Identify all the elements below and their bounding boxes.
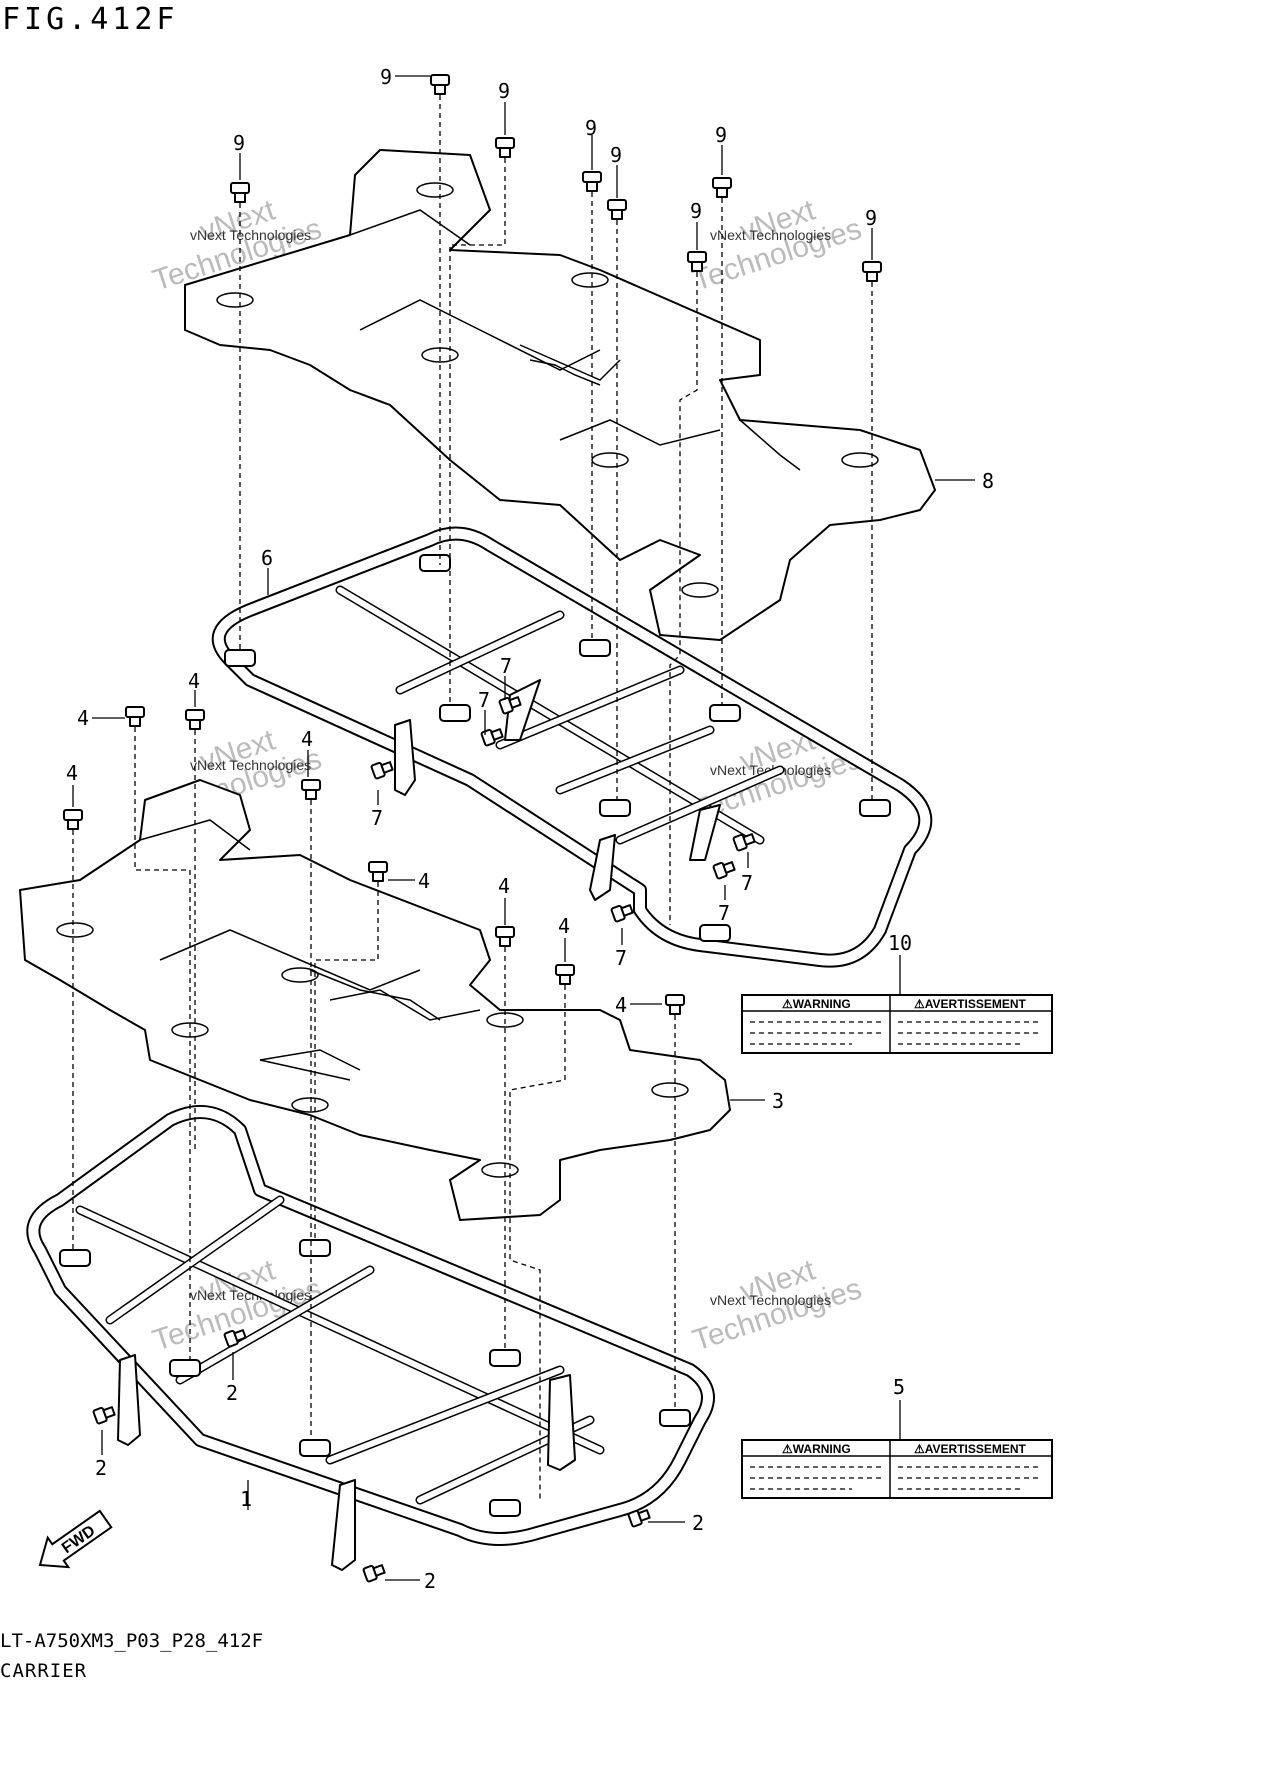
callout-4: 4	[66, 761, 78, 785]
callout-9: 9	[715, 123, 727, 147]
bolt-9-icon	[862, 261, 882, 282]
callout-8: 8	[982, 469, 994, 493]
callouts: 9 9 9 9 9 9 9 9 8 6 7 7 7 7 7 7 4 4 4 4 …	[66, 65, 994, 1593]
callout-6: 6	[261, 546, 273, 570]
callout-5: 5	[893, 1375, 905, 1399]
bolt-4-icon	[368, 861, 388, 882]
callout-7: 7	[500, 654, 512, 678]
figure-code: LT-A750XM3_P03_P28_412F	[0, 1630, 264, 1652]
bolt-7-icon	[480, 728, 504, 747]
callout-2: 2	[95, 1456, 107, 1480]
callout-2: 2	[226, 1381, 238, 1405]
bolts	[63, 74, 882, 1583]
bolt-9-icon	[495, 137, 515, 158]
avertissement-text: ⚠AVERTISSEMENT	[914, 1442, 1027, 1456]
bolt-2-icon	[362, 1564, 386, 1583]
watermark-text: vNext Technologies	[190, 757, 311, 773]
leader-lines	[72, 75, 975, 1581]
bolt-4-icon	[63, 809, 83, 830]
bolt-2-icon	[223, 1329, 247, 1348]
callout-9: 9	[233, 131, 245, 155]
bolt-9-icon	[687, 251, 707, 272]
callout-7: 7	[478, 688, 490, 712]
callout-7: 7	[741, 871, 753, 895]
callout-1: 1	[240, 1487, 252, 1511]
callout-3: 3	[772, 1089, 784, 1113]
bolt-4-icon	[301, 779, 321, 800]
bolt-9-icon	[230, 182, 250, 203]
callout-9: 9	[690, 199, 702, 223]
watermark-text: vNext Technologies	[710, 1292, 831, 1308]
callout-2: 2	[692, 1511, 704, 1535]
front-carrier-frame[interactable]	[26, 1105, 715, 1571]
callout-9: 9	[380, 65, 392, 89]
bolt-4-icon	[495, 926, 515, 947]
callout-2: 2	[424, 1569, 436, 1593]
avertissement-text: ⚠AVERTISSEMENT	[914, 997, 1027, 1011]
callout-4: 4	[558, 914, 570, 938]
callout-9: 9	[498, 79, 510, 103]
bolt-9-icon	[607, 199, 627, 220]
warning-text: ⚠WARNING	[782, 997, 851, 1011]
bolt-4-icon	[125, 706, 145, 727]
bolt-4-icon	[555, 964, 575, 985]
callout-7: 7	[718, 901, 730, 925]
callout-4: 4	[188, 669, 200, 693]
bolt-7-icon	[498, 696, 522, 715]
bolt-2-icon	[627, 1509, 651, 1528]
bolt-9-icon	[582, 171, 602, 192]
callout-4: 4	[498, 874, 510, 898]
callout-9: 9	[585, 116, 597, 140]
watermark-text: vNext Technologies	[710, 227, 831, 243]
callout-4: 4	[301, 727, 313, 751]
figure-title: FIG.412F	[2, 2, 179, 37]
bolt-2-icon	[92, 1406, 116, 1425]
fastener-lines	[72, 95, 873, 1500]
callout-9: 9	[610, 143, 622, 167]
bolt-7-icon	[712, 861, 736, 880]
callout-4: 4	[615, 993, 627, 1017]
bolt-4-icon	[185, 709, 205, 730]
fwd-arrow-icon: FWD	[38, 1509, 113, 1569]
bolt-4-icon	[665, 994, 685, 1015]
bolt-9-icon	[712, 177, 732, 198]
figure-caption: CARRIER	[0, 1660, 88, 1682]
warning-label-10: ⚠WARNING ⚠AVERTISSEMENT	[741, 994, 1053, 1054]
bolt-7-icon	[732, 833, 756, 852]
callout-9: 9	[865, 206, 877, 230]
callout-4: 4	[418, 869, 430, 893]
bolt-7-icon	[610, 904, 634, 923]
rear-carrier-frame[interactable]	[211, 526, 933, 968]
callout-7: 7	[371, 806, 383, 830]
warning-label-5: ⚠WARNING ⚠AVERTISSEMENT	[741, 1439, 1053, 1499]
bolt-9-icon	[430, 74, 450, 95]
warning-text: ⚠WARNING	[782, 1442, 851, 1456]
callout-4: 4	[77, 706, 89, 730]
bolt-7-icon	[370, 761, 394, 780]
callout-7: 7	[615, 946, 627, 970]
callout-10: 10	[888, 931, 912, 955]
watermark-text: vNext Technologies	[190, 227, 311, 243]
